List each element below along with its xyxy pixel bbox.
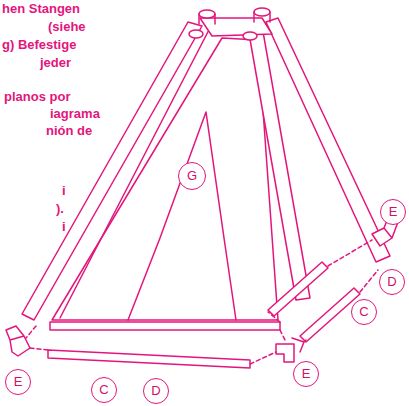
text-fragment: hen Stangen bbox=[2, 1, 80, 17]
pole-piece bbox=[48, 350, 250, 368]
part-callout: C bbox=[91, 377, 117, 403]
text-fragment: planos por bbox=[4, 89, 70, 105]
assembly-guide bbox=[26, 326, 286, 364]
text-fragment: (siehe bbox=[48, 19, 86, 35]
part-callout-large: G bbox=[178, 162, 206, 190]
assembly-guide bbox=[268, 240, 378, 346]
hub-socket bbox=[189, 30, 203, 38]
text-fragment: ). bbox=[56, 201, 64, 217]
callout-letter: C bbox=[359, 305, 368, 319]
pole-piece bbox=[268, 262, 328, 316]
elbow-connector bbox=[6, 326, 30, 356]
part-callout: C bbox=[351, 299, 377, 325]
text-fragment: i bbox=[62, 183, 66, 199]
hub-connector bbox=[200, 18, 272, 36]
part-callout: D bbox=[379, 269, 405, 295]
tent-pole bbox=[22, 22, 202, 320]
tent-pole-edge bbox=[60, 24, 212, 318]
text-fragment: i bbox=[62, 219, 66, 235]
callout-letter: G bbox=[187, 169, 197, 183]
text-fragment: iagrama bbox=[50, 106, 100, 122]
part-callout: E bbox=[380, 199, 406, 225]
callout-letter: E bbox=[302, 367, 311, 381]
text-fragment: g) Befestige bbox=[2, 37, 76, 53]
elbow-connector bbox=[276, 338, 304, 362]
part-callout: E bbox=[293, 361, 319, 387]
callout-letter: C bbox=[99, 383, 108, 397]
text-fragment: nión de bbox=[46, 123, 92, 139]
hub-socket bbox=[254, 8, 270, 16]
callout-letter: E bbox=[14, 375, 23, 389]
hub-socket bbox=[199, 10, 215, 18]
part-callout: E bbox=[5, 369, 31, 395]
callout-letter: E bbox=[389, 205, 398, 219]
fabric-seam bbox=[128, 112, 236, 320]
tent-pole bbox=[266, 18, 390, 262]
hub-socket bbox=[243, 32, 257, 40]
text-fragment: jeder bbox=[40, 55, 71, 71]
callout-letter: D bbox=[151, 384, 160, 398]
part-callout: D bbox=[143, 378, 169, 404]
hub-socket bbox=[199, 12, 270, 24]
base-pole bbox=[50, 322, 280, 330]
callout-letter: D bbox=[387, 275, 396, 289]
